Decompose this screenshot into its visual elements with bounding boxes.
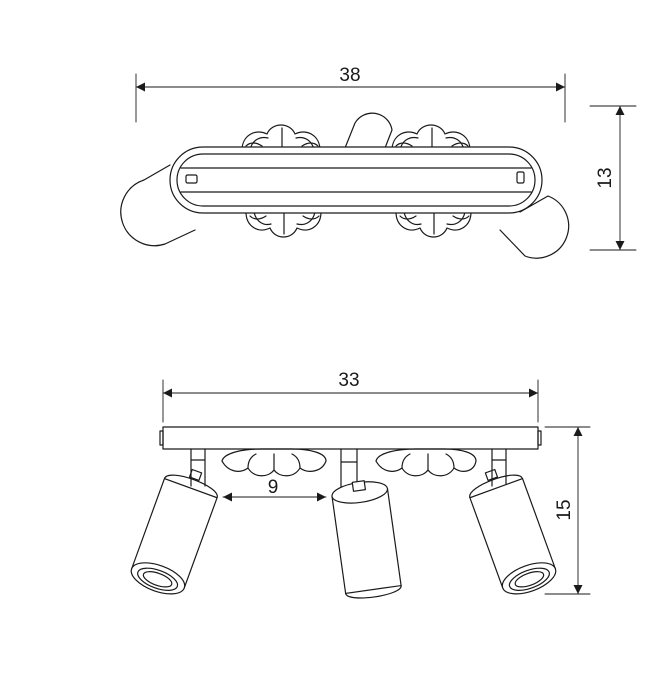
front-left-spotlight: [130, 468, 218, 595]
top-flower-mount-lower-left: [245, 211, 322, 238]
top-view: [120, 112, 570, 259]
dim-label-top-height: 13: [595, 167, 616, 188]
front-rail: [162, 426, 539, 450]
dimension-lines: [135, 73, 637, 595]
dim-label-top-width: 38: [339, 65, 360, 86]
top-rail-outer: [169, 146, 543, 214]
top-flower-mount-lower-right: [395, 211, 472, 238]
top-left-spot-head: [120, 164, 196, 247]
top-rail-right-slot: [516, 171, 525, 184]
front-stems: [190, 448, 507, 491]
top-rail-left-slot: [185, 174, 198, 184]
front-rail-endcaps: [159, 430, 542, 446]
dim-line-front-width: [162, 379, 539, 423]
dim-label-front-width: 33: [338, 370, 359, 391]
top-right-spot-head: [499, 195, 570, 259]
top-middle-spot-head: [344, 112, 393, 149]
front-flower-mount-left: [221, 448, 327, 477]
front-middle-spotlight: [331, 480, 402, 599]
top-flower-mount-upper-left: [241, 124, 321, 151]
front-right-spotlight: [469, 468, 557, 595]
dim-label-spacing: 9: [268, 477, 279, 498]
dim-line-top-width: [135, 73, 566, 123]
dim-line-front-height: [544, 426, 591, 595]
dim-label-front-height: 15: [554, 499, 575, 520]
dim-line-top-height: [589, 105, 637, 251]
front-flower-mount-right: [375, 448, 477, 477]
top-rail-channel: [180, 167, 532, 193]
top-rail-inner: [176, 153, 536, 207]
top-flower-mount-upper-right: [391, 124, 471, 151]
front-view: [130, 426, 557, 599]
